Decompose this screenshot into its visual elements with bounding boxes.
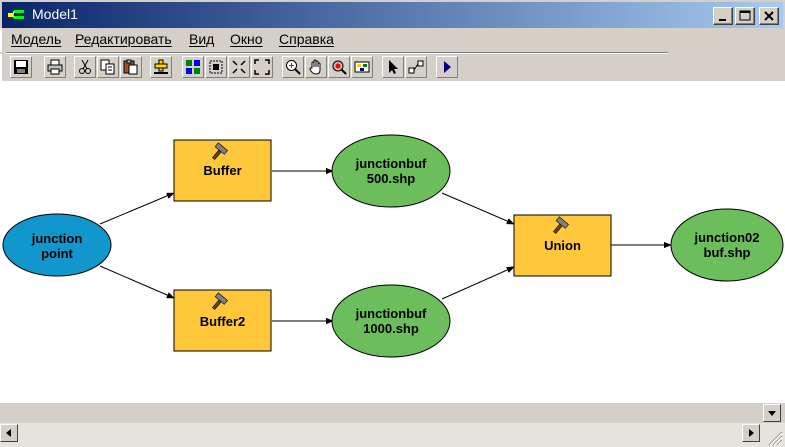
model-app-icon	[8, 10, 24, 19]
node-junction-point[interactable]	[2, 213, 112, 277]
junction-point-label-line1: junction	[31, 231, 83, 246]
junctionbuf500-label: junctionbuf 500.shp	[336, 156, 446, 186]
connector-output500-union	[441, 192, 515, 225]
menu-model[interactable]: Модель	[11, 31, 62, 47]
arrow-left-icon	[6, 429, 11, 437]
junctionbuf500-label-line1: junctionbuf	[355, 156, 427, 171]
copy-button[interactable]	[97, 56, 119, 78]
close-button[interactable]	[759, 7, 779, 25]
connector-input-buffer2	[99, 265, 175, 299]
menu-separator	[6, 52, 668, 54]
connector-input-buffer	[99, 192, 175, 225]
paste-icon	[123, 59, 138, 75]
add-data-icon	[154, 59, 168, 74]
buffer2-label: Buffer2	[199, 314, 246, 329]
zoom-magnifier-button[interactable]	[328, 56, 350, 78]
zoom-in-fixed-button[interactable]	[228, 56, 250, 78]
junction02buf-label: junction02 buf.shp	[674, 230, 780, 260]
connector-output1000-union	[441, 266, 515, 300]
select-all-icon	[209, 60, 223, 74]
select-all-button[interactable]	[205, 56, 227, 78]
vertical-scrollbar[interactable]	[762, 403, 783, 423]
pointer-select-icon	[389, 60, 398, 74]
cut-icon	[79, 59, 91, 74]
connect-button[interactable]	[405, 56, 427, 78]
full-extent-icon	[254, 59, 270, 75]
resize-grip-icon[interactable]	[765, 428, 783, 446]
zoom-in-button[interactable]	[282, 56, 304, 78]
pan-button[interactable]	[305, 56, 327, 78]
cut-button[interactable]	[74, 56, 96, 78]
scroll-right-button[interactable]	[742, 424, 760, 442]
menu-help[interactable]: Справка	[279, 31, 334, 47]
maximize-button[interactable]	[735, 7, 755, 25]
grid-view-button[interactable]	[182, 56, 204, 78]
run-button[interactable]	[436, 56, 458, 78]
scroll-down-button[interactable]	[763, 404, 781, 422]
node-junctionbuf500[interactable]	[331, 134, 451, 208]
menu-window[interactable]: Окно	[230, 31, 263, 47]
arrow-down-icon	[768, 411, 776, 416]
union-label: Union	[544, 238, 581, 253]
grid-view-icon	[186, 60, 200, 74]
menu-edit[interactable]: Редактировать	[75, 31, 172, 47]
minimize-button[interactable]	[713, 7, 733, 25]
junctionbuf1000-label-line2: 1000.shp	[363, 321, 419, 336]
model-diagram	[2, 134, 784, 358]
zoom-in-fixed-icon	[232, 60, 246, 74]
menu-view[interactable]: Вид	[189, 31, 215, 47]
model-canvas[interactable]: junction point Buffer Buffer2 junctionbu…	[0, 81, 785, 403]
menu-bar: Модель Редактировать Вид Окно Справка	[0, 28, 785, 52]
horizontal-scrollbar[interactable]	[0, 423, 785, 447]
window-title: Model1	[32, 6, 78, 22]
node-junction02buf[interactable]	[670, 208, 784, 282]
copy-icon	[100, 59, 115, 75]
zoom-magnifier-icon	[332, 60, 347, 75]
run-icon	[444, 61, 451, 73]
pointer-select-button[interactable]	[382, 56, 404, 78]
paste-button[interactable]	[120, 56, 142, 78]
node-junctionbuf1000[interactable]	[331, 284, 451, 358]
junction-point-label: junction point	[12, 231, 102, 261]
save-icon	[14, 60, 28, 74]
junctionbuf1000-label-line1: junctionbuf	[355, 306, 427, 321]
minimize-icon	[719, 19, 726, 21]
buffer-label: Buffer	[203, 163, 242, 178]
layout-button[interactable]	[351, 56, 373, 78]
junction02buf-label-line2: buf.shp	[703, 245, 751, 260]
junction02buf-label-line1: junction02	[694, 230, 760, 245]
arrow-right-icon	[749, 429, 754, 437]
save-button[interactable]	[10, 56, 32, 78]
junctionbuf500-label-line2: 500.shp	[366, 171, 416, 186]
connect-icon	[408, 60, 424, 74]
close-icon	[764, 11, 774, 21]
add-data-button[interactable]	[150, 56, 172, 78]
layout-icon	[354, 61, 370, 73]
maximize-icon	[739, 10, 751, 21]
zoom-in-icon	[286, 60, 301, 75]
full-extent-button[interactable]	[251, 56, 273, 78]
print-button[interactable]	[44, 56, 66, 78]
title-bar[interactable]: Model1	[0, 0, 785, 28]
junction-point-label-line2: point	[41, 246, 73, 261]
junctionbuf1000-label: junctionbuf 1000.shp	[336, 306, 446, 336]
scroll-left-button[interactable]	[0, 424, 18, 442]
print-icon	[47, 59, 63, 75]
toolbar	[0, 54, 785, 81]
pan-hand-icon	[309, 59, 321, 75]
